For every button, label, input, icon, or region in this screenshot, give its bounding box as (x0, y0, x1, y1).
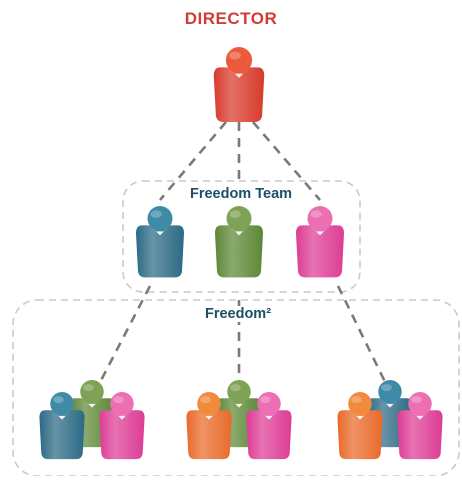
connector-director-blue (159, 121, 227, 201)
person-body-shine (296, 225, 344, 278)
freedom-squared-box (12, 299, 460, 477)
freedom-squared-label: Freedom² (200, 306, 276, 322)
freedom-squared-group-2-pink-icon (246, 392, 292, 460)
person-body-shine (246, 410, 292, 460)
freedom-team-box (122, 180, 361, 293)
people-layer (39, 47, 443, 460)
connector-team-group-right (336, 285, 392, 393)
person-body-shine (39, 410, 85, 460)
person-head (257, 392, 281, 416)
connector-director-pink (252, 121, 321, 201)
person-head (408, 392, 432, 416)
person-body-shine (99, 410, 145, 460)
person-head (110, 392, 134, 416)
connector-team-group-left (93, 285, 152, 393)
person-body-shine (397, 410, 443, 460)
freedom-squared-group-2-orange-icon (186, 392, 232, 460)
freedom-team-label: Freedom Team (185, 186, 297, 202)
freedom-team-member-green-icon (215, 206, 263, 278)
person-body-shine (213, 67, 265, 122)
person-head-highlight (351, 396, 362, 404)
person-head-highlight (230, 384, 241, 392)
person-head (80, 380, 104, 404)
freedom-squared-group-3-orange-icon (337, 392, 383, 460)
director-person-icon (213, 47, 265, 122)
freedom-team-member-blue-icon (136, 206, 184, 278)
person-head (378, 380, 402, 404)
person-head (227, 380, 251, 404)
person-head (307, 206, 333, 231)
person-head (147, 206, 173, 231)
person-head-highlight (229, 51, 241, 60)
person-head-highlight (83, 384, 94, 392)
person-body-shine (337, 410, 383, 460)
person-head (50, 392, 74, 416)
person-body-shine (136, 225, 184, 278)
freedom-squared-group-1-blue-icon (39, 392, 85, 460)
person-head-highlight (150, 210, 162, 218)
person-head-highlight (229, 210, 241, 218)
person-body-shine (186, 410, 232, 460)
person-body-shine (215, 225, 263, 278)
person-head (225, 47, 253, 74)
person-head-highlight (381, 384, 392, 392)
person-head (197, 392, 221, 416)
person-head-highlight (310, 210, 322, 218)
person-head-highlight (113, 396, 124, 404)
director-label: DIRECTOR (180, 9, 282, 29)
freedom-squared-group-1-pink-icon (99, 392, 145, 460)
person-head-highlight (53, 396, 64, 404)
person-head (348, 392, 372, 416)
person-head (226, 206, 252, 231)
person-head-highlight (260, 396, 271, 404)
freedom-team-member-pink-icon (296, 206, 344, 278)
person-head-highlight (411, 396, 422, 404)
person-head-highlight (200, 396, 211, 404)
freedom-squared-group-3-pink-icon (397, 392, 443, 460)
